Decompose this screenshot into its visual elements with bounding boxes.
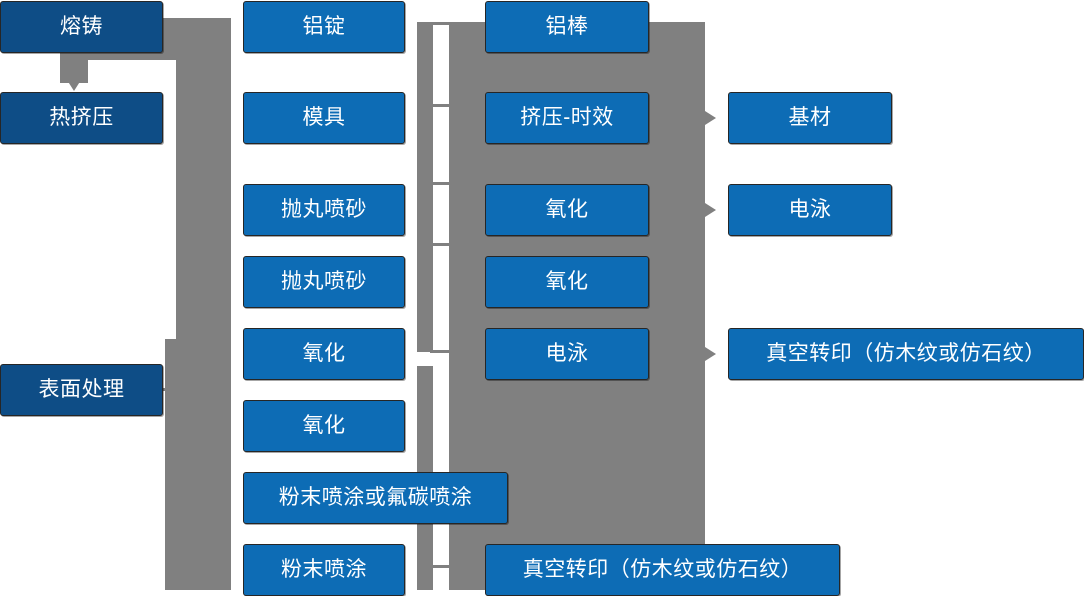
output-label-base-material: 基材 bbox=[788, 106, 832, 130]
rung-detail-5 bbox=[430, 350, 452, 353]
connector-surface-treatment-to-bus bbox=[165, 339, 231, 590]
process-label-powder-coating: 粉末喷涂 bbox=[281, 558, 367, 582]
detail-node-extrusion-aging[interactable]: 挤压-时效 bbox=[485, 92, 649, 144]
output-label-vacuum-transfer: 真空转印（仿木纹或仿石纹） bbox=[766, 342, 1046, 366]
detail-node-vacuum-transfer[interactable]: 真空转印（仿木纹或仿石纹） bbox=[485, 544, 840, 596]
process-node-aluminum-ingot[interactable]: 铝锭 bbox=[243, 1, 405, 53]
process-node-powder-coating[interactable]: 粉末喷涂 bbox=[243, 544, 405, 596]
stage-label-surface-treatment: 表面处理 bbox=[38, 378, 125, 402]
stage-label-melt-cast: 熔铸 bbox=[60, 15, 103, 39]
arrow-bus-to-shot-blast-2 bbox=[219, 275, 230, 289]
arrow-panel-to-electrophoresis bbox=[705, 203, 716, 217]
detail-label-aluminum-bar: 铝棒 bbox=[545, 15, 589, 39]
process-node-shot-blast-2[interactable]: 抛丸喷砂 bbox=[243, 256, 405, 308]
stage-node-hot-extrusion[interactable]: 热挤压 bbox=[0, 92, 163, 144]
output-node-electrophoresis[interactable]: 电泳 bbox=[728, 184, 892, 236]
detail-label-extrusion-aging: 挤压-时效 bbox=[520, 106, 614, 130]
process-label-oxidation-1: 氧化 bbox=[302, 342, 346, 366]
process-label-shot-blast-1: 抛丸喷砂 bbox=[281, 198, 367, 222]
rung-detail-1 bbox=[430, 22, 452, 25]
process-node-powder-or-pvdf[interactable]: 粉末喷涂或氟碳喷涂 bbox=[243, 472, 508, 524]
connector-riser-process-side bbox=[417, 22, 433, 352]
output-node-base-material[interactable]: 基材 bbox=[728, 92, 892, 144]
rung-detail-4 bbox=[430, 243, 452, 246]
arrow-bus-to-oxidation-1 bbox=[219, 347, 230, 361]
process-label-powder-or-pvdf: 粉末喷涂或氟碳喷涂 bbox=[278, 486, 473, 510]
stage-node-surface-treatment[interactable]: 表面处理 bbox=[0, 364, 163, 416]
rung-detail-6 bbox=[430, 565, 452, 568]
process-label-aluminum-ingot: 铝锭 bbox=[302, 15, 346, 39]
arrow-bus-to-oxidation-2 bbox=[219, 419, 230, 433]
rung-detail-3 bbox=[430, 182, 452, 185]
process-label-mold: 模具 bbox=[302, 106, 346, 130]
rung-detail-2 bbox=[430, 104, 452, 107]
output-label-electrophoresis: 电泳 bbox=[788, 198, 832, 222]
detail-node-oxidation-1[interactable]: 氧化 bbox=[485, 184, 649, 236]
arrow-panel-to-base-material bbox=[705, 111, 716, 125]
detail-label-electrophoresis: 电泳 bbox=[545, 342, 589, 366]
arrow-bus-to-powder-or-pvdf bbox=[219, 491, 230, 505]
arrow-bus-to-shot-blast-1 bbox=[219, 203, 230, 217]
detail-label-vacuum-transfer: 真空转印（仿木纹或仿石纹） bbox=[522, 558, 803, 582]
output-node-vacuum-transfer[interactable]: 真空转印（仿木纹或仿石纹） bbox=[728, 328, 1084, 380]
process-label-shot-blast-2: 抛丸喷砂 bbox=[281, 270, 367, 294]
process-node-oxidation-2[interactable]: 氧化 bbox=[243, 400, 405, 452]
stage-node-melt-cast[interactable]: 熔铸 bbox=[0, 1, 163, 53]
detail-label-oxidation-2: 氧化 bbox=[545, 270, 589, 294]
stage-label-hot-extrusion: 热挤压 bbox=[49, 106, 114, 130]
arrow-bus-to-aluminum-ingot bbox=[219, 21, 230, 35]
arrow-panel-to-vacuum-transfer bbox=[705, 347, 716, 361]
process-node-mold[interactable]: 模具 bbox=[243, 92, 405, 144]
arrow-bus-to-mold bbox=[219, 111, 230, 125]
connector-surface-treatment-stub bbox=[160, 388, 184, 391]
arrow-stage-melt-to-extrusion bbox=[67, 80, 81, 91]
detail-label-oxidation-1: 氧化 bbox=[545, 198, 589, 222]
arrow-bus-to-powder-coating bbox=[219, 563, 230, 577]
process-node-shot-blast-1[interactable]: 抛丸喷砂 bbox=[243, 184, 405, 236]
detail-node-aluminum-bar[interactable]: 铝棒 bbox=[485, 1, 649, 53]
detail-node-oxidation-2[interactable]: 氧化 bbox=[485, 256, 649, 308]
process-node-oxidation-1[interactable]: 氧化 bbox=[243, 328, 405, 380]
detail-node-electrophoresis[interactable]: 电泳 bbox=[485, 328, 649, 380]
process-label-oxidation-2: 氧化 bbox=[302, 414, 346, 438]
